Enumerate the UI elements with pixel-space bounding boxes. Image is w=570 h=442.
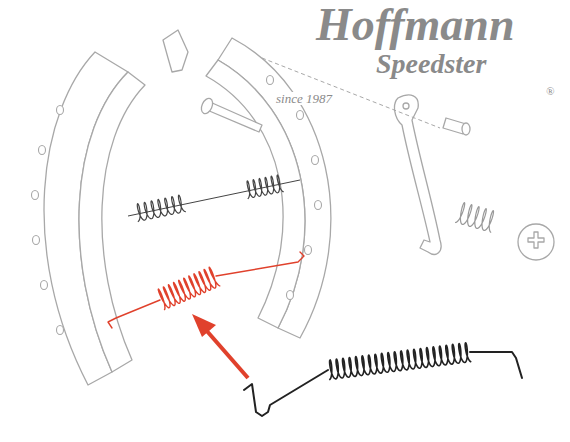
pointer-arrow (206, 330, 248, 378)
pin-head (199, 97, 215, 116)
logo-wordmark: Speedster (376, 50, 486, 78)
pointer-arrowhead (192, 314, 216, 337)
logo-wordmark: Hoffmann (316, 2, 515, 48)
rivet-hole (33, 236, 40, 245)
rivet-hole (315, 201, 322, 210)
registered-mark: ® (546, 86, 554, 97)
rivet-hole (32, 191, 39, 200)
rivet-hole (297, 111, 304, 120)
spring-hook (108, 300, 160, 328)
springs (108, 175, 522, 416)
rivet-hole (267, 76, 274, 85)
washer-cross (528, 232, 544, 248)
return-spring-highlighted (158, 267, 220, 310)
rivet-hole (287, 291, 294, 300)
lever-hole (403, 103, 409, 109)
hold-down-pin (207, 102, 262, 132)
rivet-hole (41, 281, 48, 290)
retaining-clip (163, 30, 188, 72)
logo-tagline: since 1987 (276, 92, 332, 105)
spring-hook (470, 352, 522, 378)
spring-cup-washer (518, 224, 554, 260)
hold-down-spring (247, 175, 284, 199)
handbrake-lever (395, 95, 442, 254)
lining-rivets (32, 76, 322, 335)
lever-spring (455, 203, 493, 233)
rivet-hole (312, 156, 319, 165)
hold-down-spring (137, 195, 186, 222)
rivet-hole (39, 146, 46, 155)
rivet-hole (57, 106, 64, 115)
rivet-hole (57, 326, 64, 335)
spring-hook (216, 252, 304, 276)
return-spring (329, 343, 471, 380)
rivet-hole (305, 246, 312, 255)
lever-pin-head (462, 123, 470, 135)
spring-hook (244, 370, 328, 416)
